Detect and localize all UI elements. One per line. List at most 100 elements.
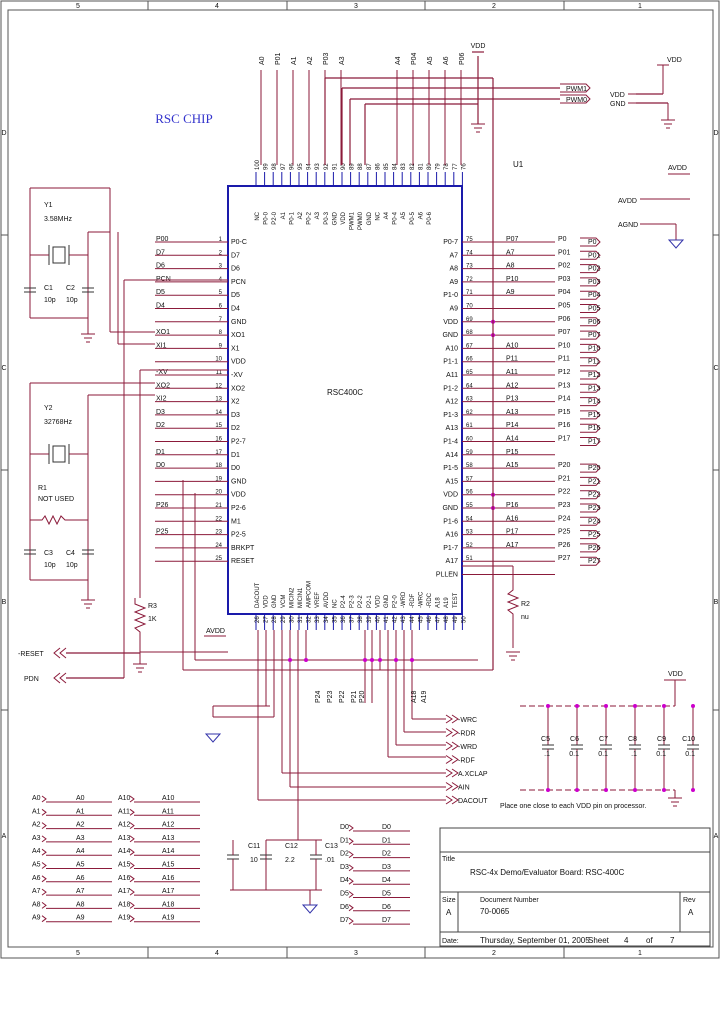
- top-pin-number: 76: [461, 163, 467, 170]
- xtal-net-label: D2: [156, 422, 165, 429]
- top-pin-name: A2: [298, 211, 304, 219]
- port-flag: [580, 317, 601, 327]
- port-flag-label: P01: [588, 252, 601, 259]
- connector-vdd-label: VDD: [610, 92, 625, 99]
- bottom-pin-number: 26: [255, 616, 261, 623]
- left-pin-number: 22: [215, 516, 222, 522]
- left-pin-name: GND: [231, 319, 247, 326]
- c11-value: 10: [250, 857, 258, 864]
- addr-arrow: [129, 875, 135, 883]
- right-pin-number: 75: [466, 237, 473, 243]
- top-pin-name: P0-5: [410, 211, 416, 224]
- junction-dot: [546, 788, 550, 792]
- avdd-bottom-label: AVDD: [206, 628, 225, 635]
- addr-left-label: A11: [118, 808, 130, 815]
- port-flag-label: P12: [588, 372, 601, 379]
- right-pin-number: 72: [466, 277, 473, 283]
- addr-arrow: [41, 808, 47, 816]
- top-bus-wires: [324, 56, 560, 670]
- border-row-label: D: [1, 130, 6, 137]
- left-pin-group: 1P0-C2D73D64PCN5D56D47GND8XO19X110VDD11-…: [155, 237, 255, 565]
- addr-arrow: [129, 795, 135, 803]
- bottom-pin-number: 43: [401, 616, 407, 623]
- agnd-port-label: AGND: [618, 222, 638, 229]
- port-label: P0: [558, 236, 567, 243]
- title-block: Title RSC-4x Demo/Evaluator Board: RSC-4…: [439, 827, 711, 947]
- bottom-pin-name: A19: [444, 597, 450, 608]
- bottom-pin-name: TEST: [453, 592, 459, 608]
- bottom-pin-name: P2-1: [367, 595, 373, 608]
- right-pin-name: A11: [446, 372, 458, 379]
- right-net-label: A15: [506, 462, 519, 469]
- left-pin-name: X1: [231, 345, 240, 352]
- connector-gnd-label: GND: [610, 101, 626, 108]
- right-pin-name: A14: [446, 452, 459, 459]
- top-pin-name: A4: [384, 211, 390, 219]
- border-row-label: A: [2, 833, 7, 840]
- right-pin-number: 57: [466, 476, 473, 482]
- port-flag-label: P16: [588, 425, 601, 432]
- border-row-label: C: [1, 365, 6, 372]
- control-signal-label: -WRC: [458, 717, 477, 724]
- r2-gnd: [506, 651, 520, 661]
- data-arrow: [348, 851, 354, 858]
- top-pin-number: 86: [375, 163, 381, 170]
- addr-arrow: [129, 862, 135, 869]
- top-pin-name: A1: [281, 211, 287, 219]
- y2-ref: Y2: [44, 405, 53, 412]
- connector-vdd-top: VDD: [667, 57, 682, 64]
- y2-value: 32768Hz: [44, 419, 73, 426]
- control-signal-label: A.XCLAP: [458, 771, 488, 778]
- chip-body: [227, 185, 463, 615]
- right-pin-name: P1-7: [443, 545, 458, 552]
- addr-left-label: A15: [118, 862, 131, 869]
- port-label: P05: [558, 303, 571, 310]
- left-pin-number: 6: [219, 304, 223, 310]
- top-pin-number: 91: [332, 163, 338, 170]
- data-arrow: [348, 864, 354, 872]
- border-col-label: 1: [638, 3, 642, 10]
- bottom-pin-name: VCM: [281, 595, 287, 608]
- bottom-net-label: P23: [327, 690, 334, 703]
- right-pin-number: 55: [466, 503, 473, 509]
- data-left-label: D7: [340, 917, 349, 924]
- left-pin-name: D2: [231, 425, 240, 432]
- left-pin-name: P0-C: [231, 239, 247, 246]
- y1-value: 3.58MHz: [44, 216, 73, 223]
- top-pin-name: P0-0: [264, 211, 270, 224]
- left-pin-number: 14: [215, 410, 222, 416]
- right-pin-name: A9: [449, 306, 458, 313]
- top-pin-group: 100NC99P0-098P2-097A196P0-195A294P0-293A…: [255, 159, 467, 230]
- right-pin-name: A8: [449, 266, 458, 273]
- left-pin-number: 11: [216, 370, 223, 376]
- xtal-net-label: D1: [156, 449, 165, 456]
- bottom-pin-name: -RDF: [410, 593, 416, 608]
- addr-left-label: A10: [118, 795, 131, 802]
- addr-left-label: A2: [32, 822, 41, 829]
- top-pin-number: 95: [298, 163, 304, 170]
- y2-crystal: Y2 32768Hz R1 NOT USED C3 10p C4 10p: [24, 382, 155, 609]
- chip-name: RSC400C: [327, 388, 363, 397]
- top-pin-number: 97: [281, 163, 287, 170]
- top-pin-number: 90: [341, 163, 347, 170]
- left-pin-name: D1: [231, 452, 240, 459]
- right-net-label: A7: [506, 249, 515, 256]
- port-label: P07: [558, 329, 571, 336]
- title-block-docnum: 70-0065: [480, 907, 510, 916]
- pdn-port-label: PDN: [24, 676, 39, 683]
- junction-dot: [394, 658, 398, 662]
- border-col-label: 4: [215, 950, 219, 957]
- port-flag: [580, 530, 601, 540]
- right-pin-number: 56: [466, 490, 473, 496]
- avdd-agnd-ports: AVDD AGND: [618, 198, 690, 249]
- port-flag-label: P0: [588, 239, 597, 246]
- agnd-bottom-symbol: [204, 733, 222, 743]
- top-pin-number: 93: [315, 163, 321, 170]
- left-pin-name: P2-5: [231, 532, 246, 539]
- addr-net-label: A10: [162, 795, 175, 802]
- top-pin-name: VDD: [341, 211, 347, 224]
- bottom-pin-number: 33: [315, 616, 321, 623]
